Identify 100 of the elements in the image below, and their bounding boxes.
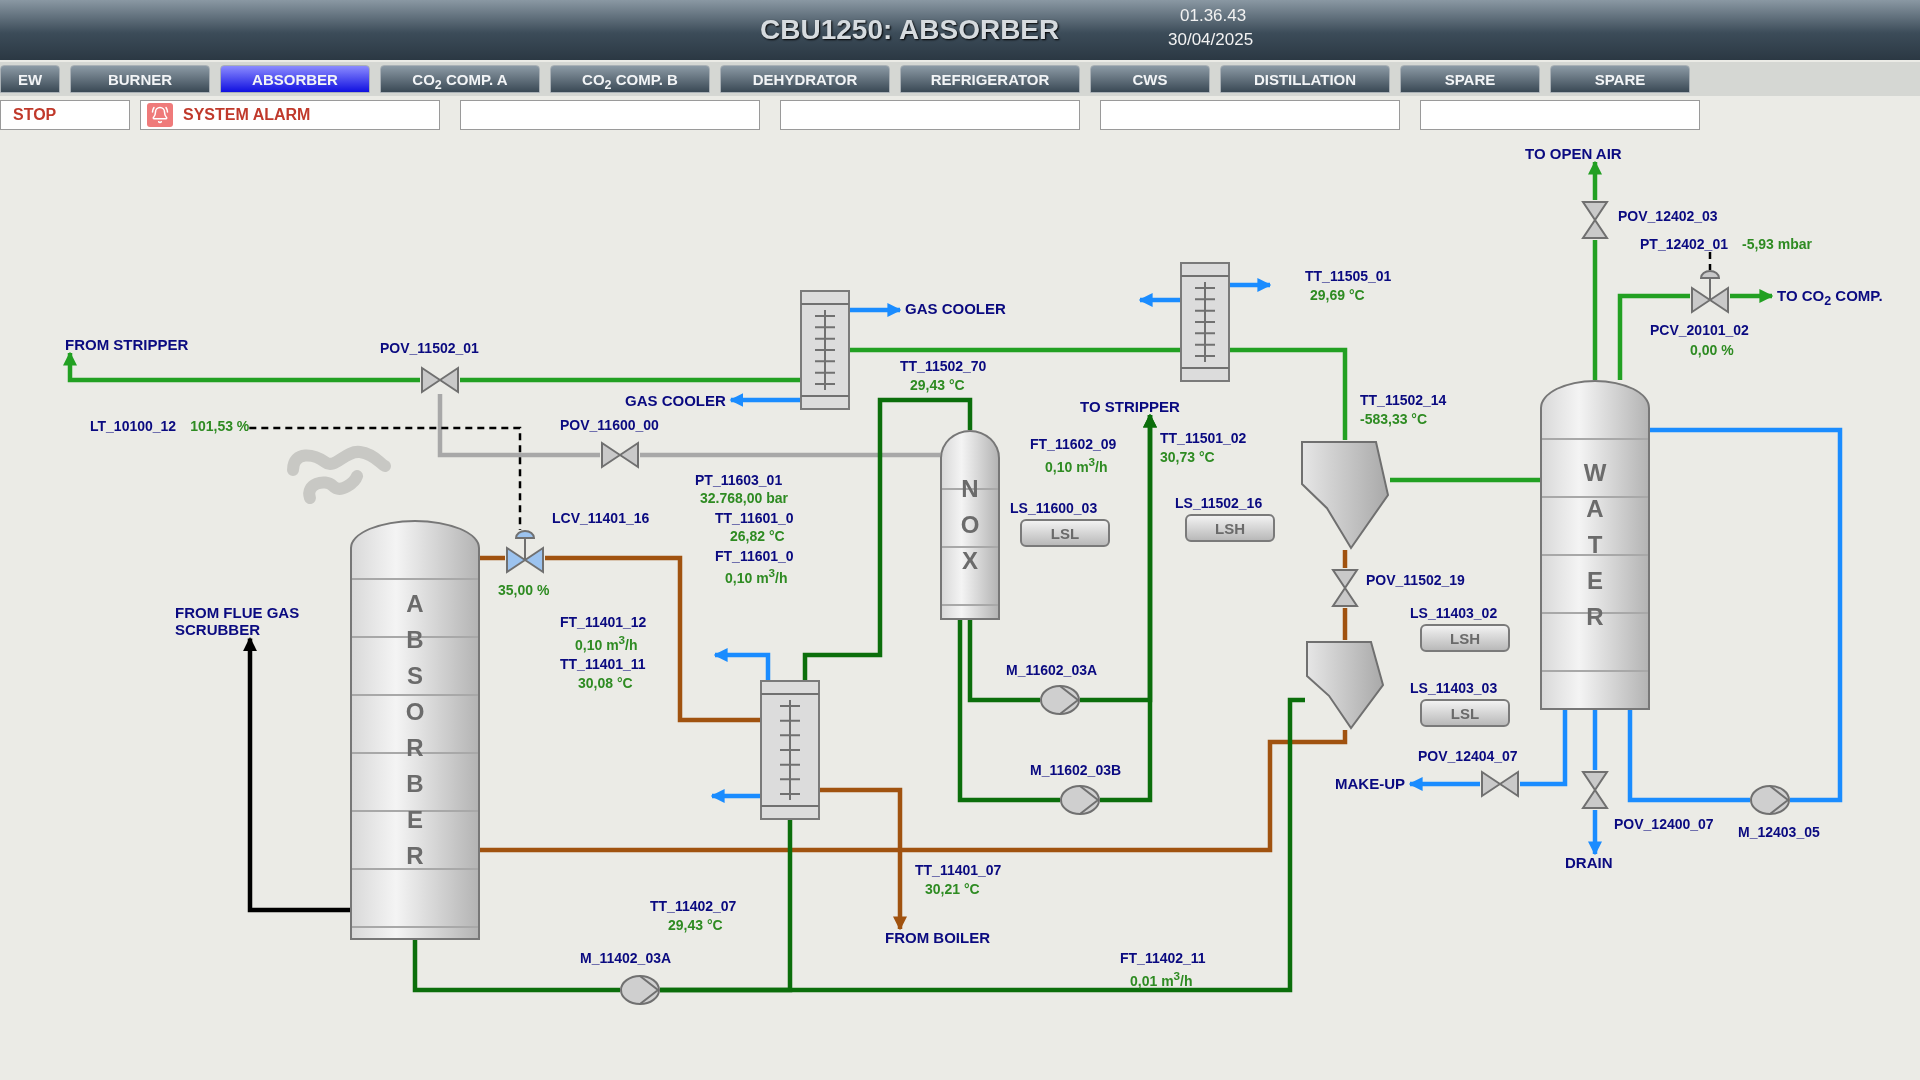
level-switch-indicator: LSL (1420, 699, 1510, 727)
pipe-line (1650, 427, 1843, 803)
pump-icon (1060, 785, 1100, 815)
pipe-line (63, 351, 420, 383)
tag-label: LS_11502_16 (1175, 495, 1263, 511)
valve-icon (1581, 200, 1609, 240)
tag-label: TT_11501_02 (1160, 430, 1247, 446)
pipe-line (1230, 347, 1348, 440)
tag-label: PCV_20101_02 (1650, 322, 1749, 338)
valve-icon (1331, 568, 1359, 608)
nav-tab: REFRIGERATOR (900, 65, 1080, 93)
level-switch-indicator: LSH (1420, 624, 1510, 652)
pipe-line (1390, 477, 1540, 483)
pipe-line (1592, 240, 1598, 380)
flow-label: GAS COOLER (620, 392, 731, 409)
flow-label: FROM STRIPPER (60, 336, 194, 353)
pipe-line (957, 620, 1060, 803)
flow-label: TO OPEN AIR (1520, 145, 1627, 162)
clock-text: 30/04/2025 (1168, 30, 1254, 50)
tag-label: LS_11600_03 (1010, 500, 1098, 516)
tag-label: LT_10100_12 (90, 418, 177, 434)
vessel-label: ABSORBER (404, 589, 426, 871)
pipe-line (967, 620, 1040, 703)
value-readout: 35,00 % (498, 582, 550, 598)
pipe-line (1588, 160, 1602, 200)
pipe-line (1588, 810, 1602, 856)
pipe-line (729, 393, 800, 407)
pipe-line (1520, 710, 1568, 787)
column-vessel (1540, 380, 1650, 710)
pipe-line (460, 377, 800, 383)
pipe-line (802, 397, 973, 680)
tag-label: PT_11603_01 (695, 472, 783, 488)
pipe-line (480, 555, 505, 561)
tag-label: M_11602_03B (1030, 762, 1122, 778)
tag-label: FT_11402_11 (1120, 950, 1206, 966)
separator-vessel (1305, 640, 1385, 730)
pipe-line (820, 787, 907, 931)
tag-label: FT_11602_09 (1030, 436, 1117, 452)
nav-tab: SPARE (1400, 65, 1540, 93)
nav-tab: DEHYDRATOR (720, 65, 890, 93)
pipe-line (710, 789, 760, 803)
pipe-line (1730, 289, 1774, 303)
stop-indicator: STOP (0, 100, 130, 130)
clock-text: 01.36.43 (1180, 6, 1247, 26)
nav-tab: BURNER (70, 65, 210, 93)
pipe-line (412, 940, 620, 993)
pipe-line (1342, 608, 1348, 640)
heat-exchanger-drawing (1180, 262, 1230, 382)
tag-label: LS_11403_02 (1410, 605, 1498, 621)
value-readout: -583,33 °C (1360, 411, 1428, 427)
level-switch-indicator: LSH (1185, 514, 1275, 542)
control-valve-icon (505, 530, 545, 574)
value-readout: 26,82 °C (730, 528, 785, 544)
pipe-line (850, 347, 1180, 353)
separator-vessel (1300, 440, 1390, 550)
tag-label: PT_12402_01 (1640, 236, 1728, 252)
tag-label: M_11602_03A (1006, 662, 1098, 678)
pipe-line (480, 730, 1348, 853)
flow-label: DRAIN (1560, 854, 1618, 871)
pump-icon (1750, 785, 1790, 815)
pipe-line (660, 820, 793, 993)
tag-label: TT_11402_07 (650, 898, 737, 914)
flow-label: TO STRIPPER (1075, 398, 1185, 415)
signal-line (1708, 252, 1712, 270)
tag-label: TT_11505_01 (1305, 268, 1392, 284)
nav-tab: DISTILLATION (1220, 65, 1390, 93)
flow-label: FROM FLUE GAS SCRUBBER (170, 604, 330, 639)
tag-label: POV_11502_01 (380, 340, 479, 356)
pump-icon (620, 975, 660, 1005)
value-readout: 0,10 m$^{3}$/h (575, 633, 638, 653)
pump-icon (1040, 685, 1080, 715)
value-readout: 32.768,00 bar (700, 490, 788, 506)
value-readout: 0,10 m$^{3}$/h (725, 566, 788, 586)
value-readout: 29,69 °C (1310, 287, 1365, 303)
tag-label: TT_11502_70 (900, 358, 987, 374)
valve-icon (1581, 770, 1609, 810)
flow-label: FROM BOILER (880, 929, 995, 946)
pipe-line (1230, 278, 1272, 292)
value-readout: 101,53 % (190, 418, 250, 434)
value-readout: 30,73 °C (1160, 449, 1215, 465)
pipe-line (1100, 413, 1157, 803)
tag-label: POV_11600_00 (560, 417, 659, 433)
nav-tab: EW (0, 65, 60, 93)
tag-label: TT_11601_0 (715, 510, 794, 526)
active-tab: ABSORBER (220, 65, 370, 93)
pipe-line (713, 648, 771, 680)
value-readout: 30,08 °C (578, 675, 633, 691)
tag-label: M_11402_03A (580, 950, 672, 966)
value-readout: 0,01 m$^{3}$/h (1130, 969, 1193, 989)
pipe-line (437, 394, 600, 458)
valve-icon (420, 366, 460, 394)
flow-label: GAS COOLER (900, 300, 1011, 317)
screen-title: CBU1250: ABSORBER (760, 14, 1060, 46)
value-readout: -5,93 mbar (1741, 236, 1812, 252)
column-vessel (940, 430, 1000, 620)
tag-label: POV_11502_19 (1366, 572, 1465, 588)
signal-line (249, 426, 522, 530)
pipe-line (545, 555, 760, 723)
value-readout: 29,43 °C (910, 377, 965, 393)
pipe-line (640, 452, 940, 458)
